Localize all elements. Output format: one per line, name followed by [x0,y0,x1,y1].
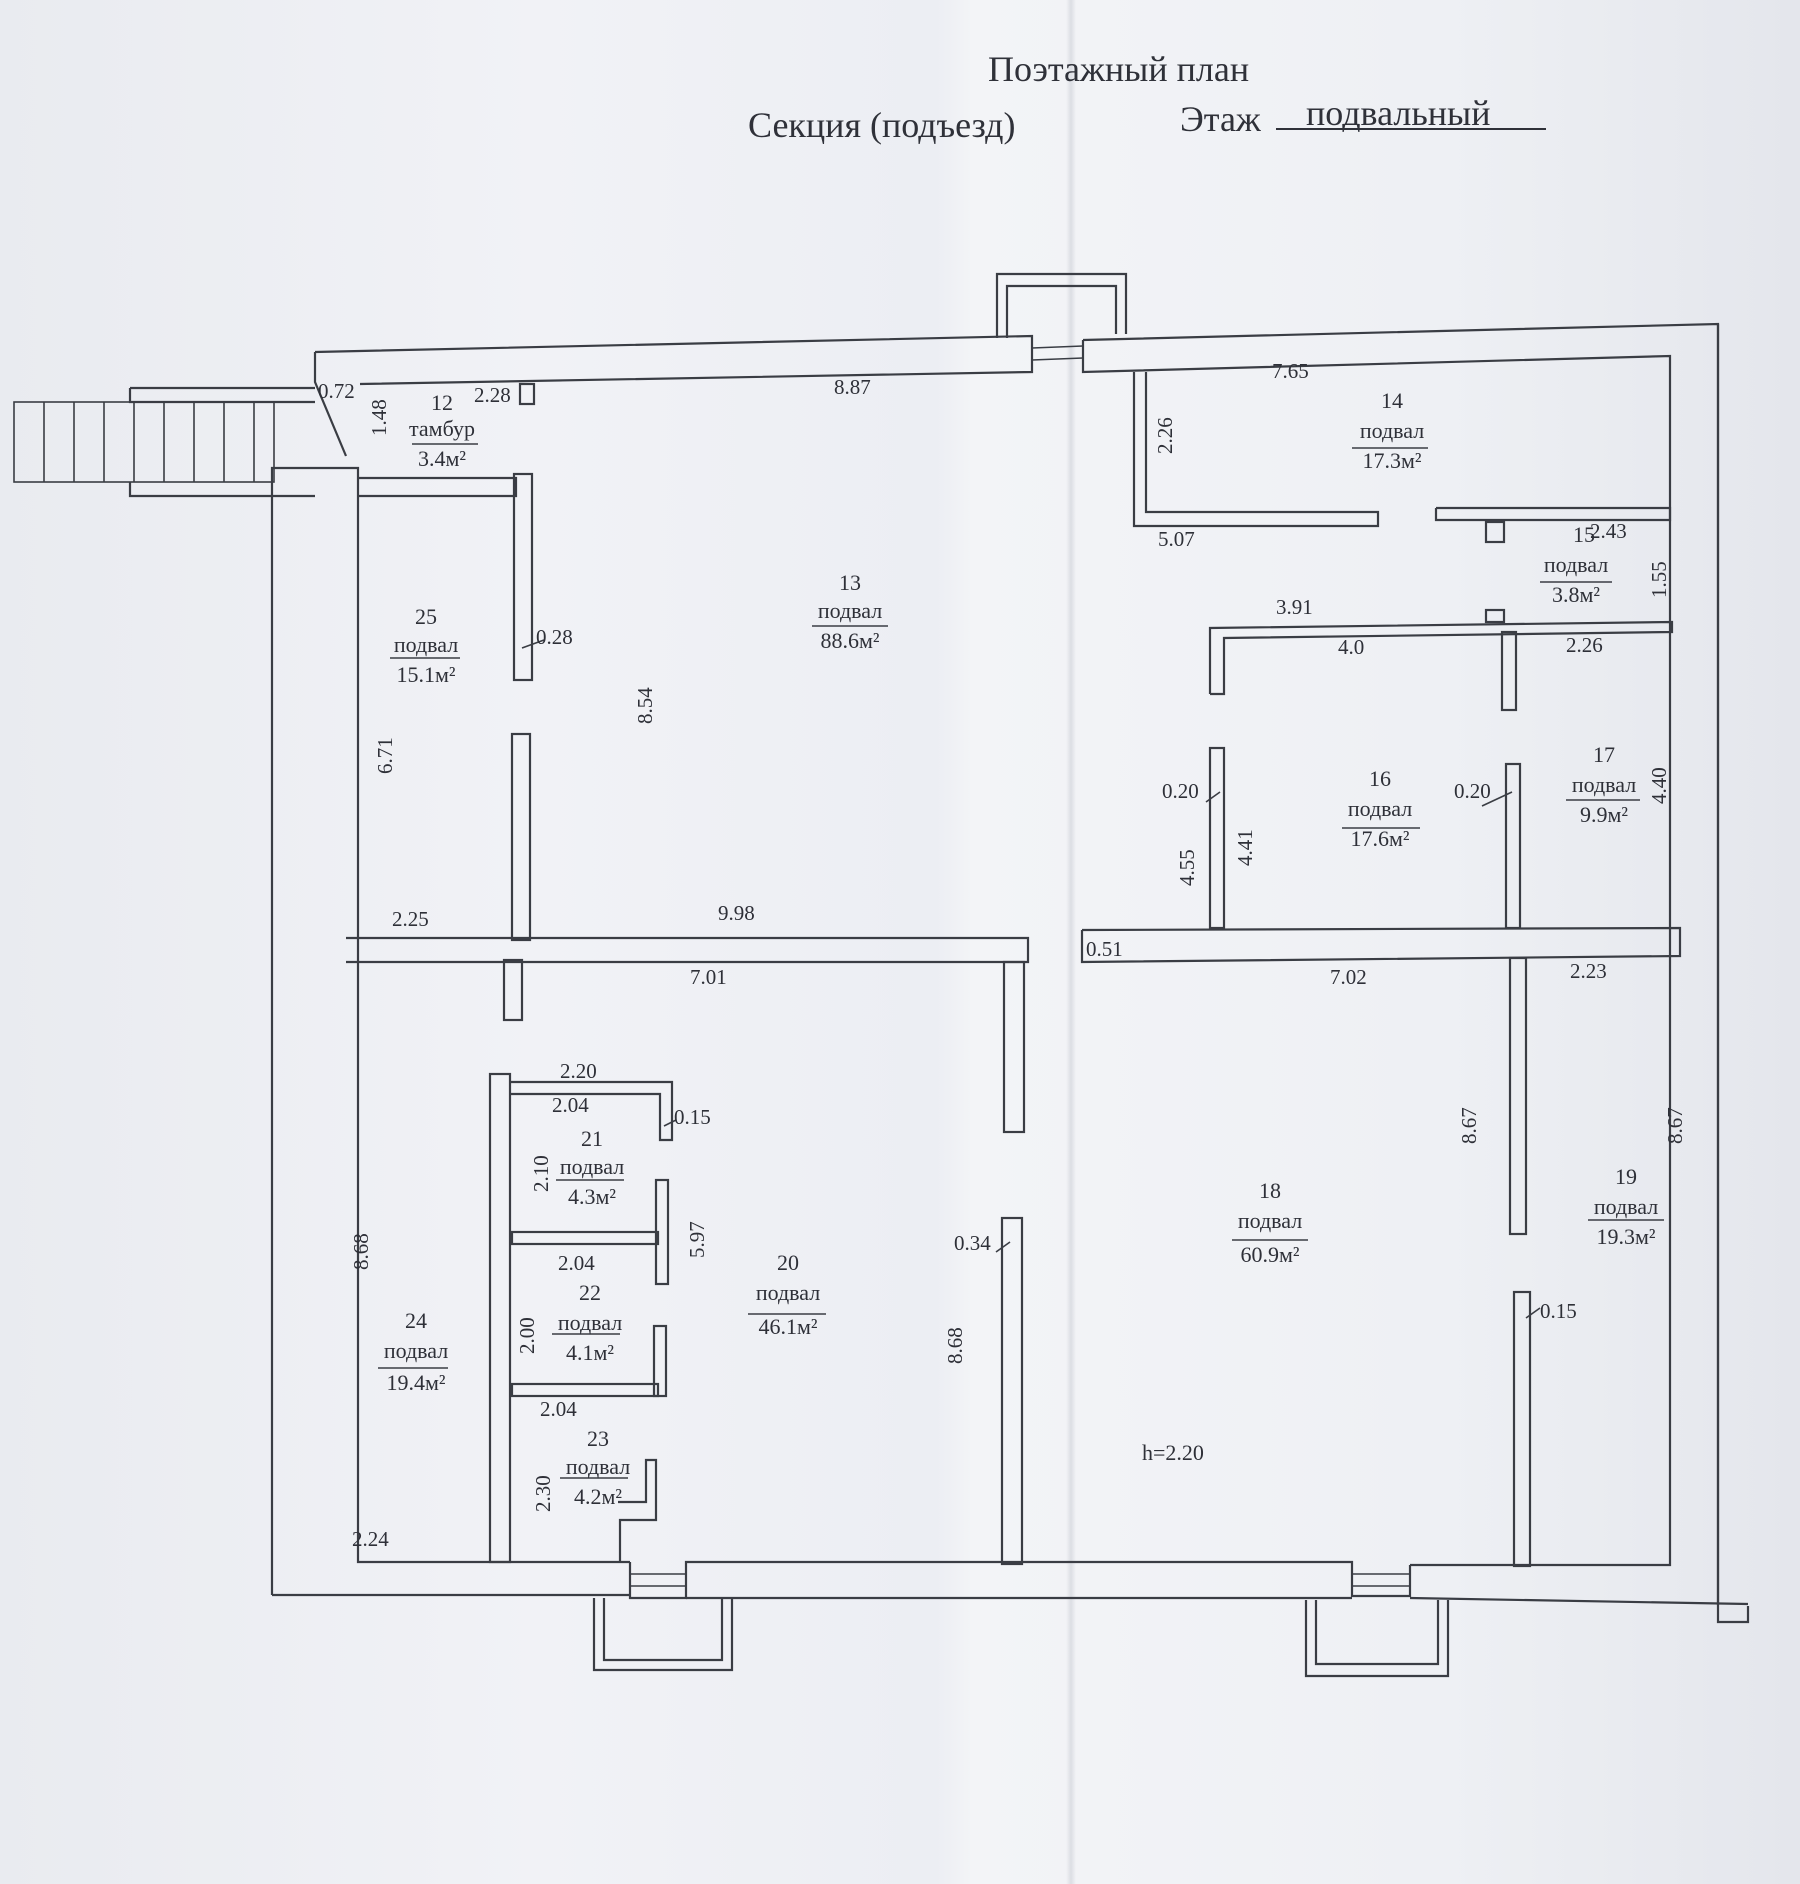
dim-8-54: 8.54 [633,687,657,724]
room-17-name: подвал [1572,772,1636,797]
dim-8-87: 8.87 [834,375,871,399]
dim-2-23: 2.23 [1570,959,1607,983]
ceiling-height-note: h=2.20 [1142,1440,1204,1465]
dim-2-04-c: 2.04 [540,1397,577,1421]
dim-0-20-a: 0.20 [1162,779,1199,803]
room-12-name: тамбур [409,416,475,441]
room-24-name: подвал [384,1338,448,1363]
room-16-number: 16 [1369,766,1391,791]
room-23-number: 23 [587,1426,609,1451]
room-23-area: 4.2м² [574,1484,622,1509]
dim-4-55: 4.55 [1175,849,1199,886]
dim-4-41: 4.41 [1233,829,1257,866]
dim-9-98: 9.98 [718,901,755,925]
dim-7-65: 7.65 [1272,359,1309,383]
room-19-number: 19 [1615,1164,1637,1189]
dim-2-04-b: 2.04 [558,1251,595,1275]
room-21-number: 21 [581,1126,603,1151]
dim-2-24: 2.24 [352,1527,389,1551]
dim-8-68-a: 8.68 [349,1233,373,1270]
room-19-area: 19.3м² [1596,1224,1655,1249]
room-13-name: подвал [818,598,882,623]
dim-0-15-a: 0.15 [674,1105,711,1129]
room-21-name: подвал [560,1154,624,1179]
section-label: Секция (подъезд) [748,105,1016,145]
room-14-name: подвал [1360,418,1424,443]
room-25-name: подвал [394,632,458,657]
dimension-labels: 0.72 1.48 2.28 8.87 7.65 2.26 5.07 2.43 … [318,359,1687,1551]
room-15-number: 15 [1573,522,1595,547]
dim-4-40: 4.40 [1647,767,1671,804]
dim-8-67-b: 8.67 [1663,1107,1687,1144]
room-24-area: 19.4м² [386,1370,445,1395]
room-13-area: 88.6м² [820,628,879,653]
room-21-area: 4.3м² [568,1184,616,1209]
dim-5-97: 5.97 [685,1221,709,1258]
room-22-number: 22 [579,1280,601,1305]
room-22-area: 4.1м² [566,1340,614,1365]
floor-value: подвальный [1306,93,1491,133]
dim-8-68-b: 8.68 [943,1327,967,1364]
room-15-name: подвал [1544,552,1608,577]
dim-6-71: 6.71 [373,737,397,774]
dim-0-34: 0.34 [954,1231,991,1255]
floor-label: Этаж [1180,99,1261,139]
dim-0-15-b: 0.15 [1540,1299,1577,1323]
room-14-area: 17.3м² [1362,448,1421,473]
dim-2-25: 2.25 [392,907,429,931]
floor-underline [1276,128,1546,130]
dim-2-43: 2.43 [1590,519,1627,543]
room-18-number: 18 [1259,1178,1281,1203]
dim-0-51: 0.51 [1086,937,1123,961]
dim-2-00: 2.00 [515,1317,539,1354]
room-16-area: 17.6м² [1350,826,1409,851]
room-17-number: 17 [1593,742,1615,767]
dim-4-0: 4.0 [1338,635,1364,659]
dim-2-26-a: 2.26 [1153,417,1177,454]
room-20-number: 20 [777,1250,799,1275]
room-16-name: подвал [1348,796,1412,821]
dim-8-67-a: 8.67 [1457,1107,1481,1144]
dim-3-91: 3.91 [1276,595,1313,619]
room-17-area: 9.9м² [1580,802,1628,827]
room-24-number: 24 [405,1308,427,1333]
room-20-name: подвал [756,1280,820,1305]
room-23-name: подвал [566,1454,630,1479]
paper-fold [1066,0,1076,1884]
dim-2-20: 2.20 [560,1059,597,1083]
room-25-number: 25 [415,604,437,629]
dim-2-26-b: 2.26 [1566,633,1603,657]
dim-5-07: 5.07 [1158,527,1195,551]
room-labels: 12 тамбур 3.4м² 13 подвал 88.6м² 14 подв… [378,388,1664,1509]
room-20-area: 46.1м² [758,1314,817,1339]
dim-2-28: 2.28 [474,383,511,407]
dim-2-30: 2.30 [531,1475,555,1512]
room-25-area: 15.1м² [396,662,455,687]
dim-0-28: 0.28 [536,625,573,649]
dim-7-01: 7.01 [690,965,727,989]
room-19-name: подвал [1594,1194,1658,1219]
dim-2-04-a: 2.04 [552,1093,589,1117]
room-12-number: 12 [431,390,453,415]
dim-2-10: 2.10 [529,1155,553,1192]
dim-0-72: 0.72 [318,379,355,403]
plan-title: Поэтажный план [988,49,1250,89]
room-18-area: 60.9м² [1240,1242,1299,1267]
room-22-name: подвал [558,1310,622,1335]
room-15-area: 3.8м² [1552,582,1600,607]
dim-7-02: 7.02 [1330,965,1367,989]
dim-1-48: 1.48 [367,399,391,436]
walls [13,272,1750,1678]
dim-0-20-b: 0.20 [1454,779,1491,803]
room-13-number: 13 [839,570,861,595]
room-18-name: подвал [1238,1208,1302,1233]
dim-1-55: 1.55 [1647,561,1671,598]
room-12-area: 3.4м² [418,446,466,471]
room-14-number: 14 [1381,388,1403,413]
